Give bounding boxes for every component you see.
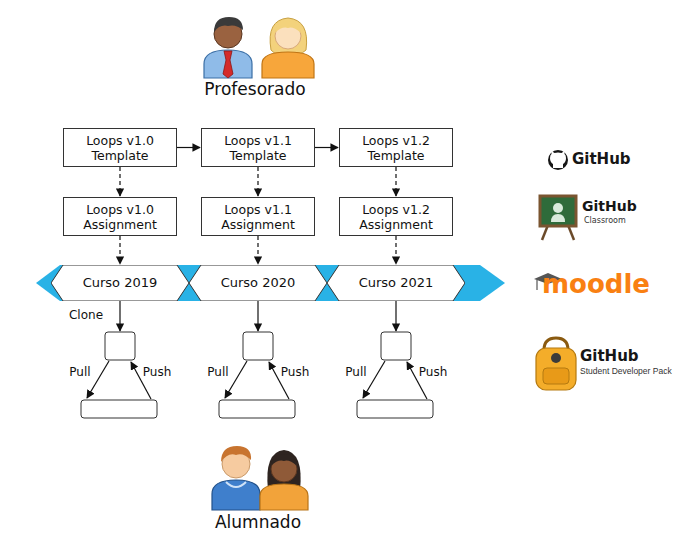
course-segment: Curso 2020 [189, 265, 327, 301]
classroom-logo [540, 196, 576, 240]
template-box: Loops v1.2 Template [339, 128, 453, 167]
student-icon [212, 446, 260, 510]
backpack-logo [536, 338, 576, 390]
timeline-band [36, 265, 505, 301]
teacher-icon [262, 18, 314, 78]
box-label: Loops v1.1 Assignment [211, 202, 305, 232]
student-icon [260, 450, 308, 510]
course-segment: Curso 2021 [327, 265, 465, 301]
action-label: Push [419, 366, 448, 380]
derive-arrow [119, 236, 120, 264]
course-segment: Curso 2019 [51, 265, 189, 301]
box-label: Loops v1.0 Template [73, 133, 167, 163]
box-label: Curso 2019 [83, 275, 158, 291]
action-label: Pull [345, 366, 366, 380]
template-box: Loops v1.1 Template [201, 128, 315, 167]
box-label: Loops v1.2 Template [349, 133, 443, 163]
assignment-box: Loops v1.2 Assignment [339, 197, 453, 236]
github-logo [548, 150, 568, 170]
derive-arrow [395, 167, 396, 196]
derive-arrow [257, 167, 258, 196]
version-arrow [315, 147, 338, 148]
box-label: Curso 2020 [221, 275, 296, 291]
box-label: Loops v1.0 Assignment [73, 202, 167, 232]
student-repos [81, 332, 433, 418]
action-label: Pull [207, 366, 228, 380]
action-label: Push [143, 366, 172, 380]
derive-arrow [257, 236, 258, 264]
box-label: Loops v1.2 Assignment [349, 202, 443, 232]
teacher-icon [204, 17, 252, 78]
action-label: Pull [69, 366, 90, 380]
version-arrow [177, 147, 200, 148]
logo-text: GitHub [582, 198, 637, 214]
group-title: Alumnado [215, 513, 301, 533]
group-title: Profesorado [204, 80, 305, 100]
logo-text: Student Developer Pack [580, 367, 672, 377]
derive-arrow [119, 167, 120, 196]
action-label: Push [281, 366, 310, 380]
derive-arrow [395, 236, 396, 264]
box-label: Curso 2021 [359, 275, 434, 291]
logo-text: GitHub [572, 151, 631, 168]
action-label: Clone [69, 309, 103, 323]
assignment-box: Loops v1.0 Assignment [63, 197, 177, 236]
template-box: Loops v1.0 Template [63, 128, 177, 167]
assignment-box: Loops v1.1 Assignment [201, 197, 315, 236]
git-arrows [87, 301, 427, 399]
logo-text: Classroom [584, 216, 626, 225]
logo-text: GitHub [580, 348, 639, 365]
logo-text: moodle [542, 270, 650, 300]
box-label: Loops v1.1 Template [211, 133, 305, 163]
